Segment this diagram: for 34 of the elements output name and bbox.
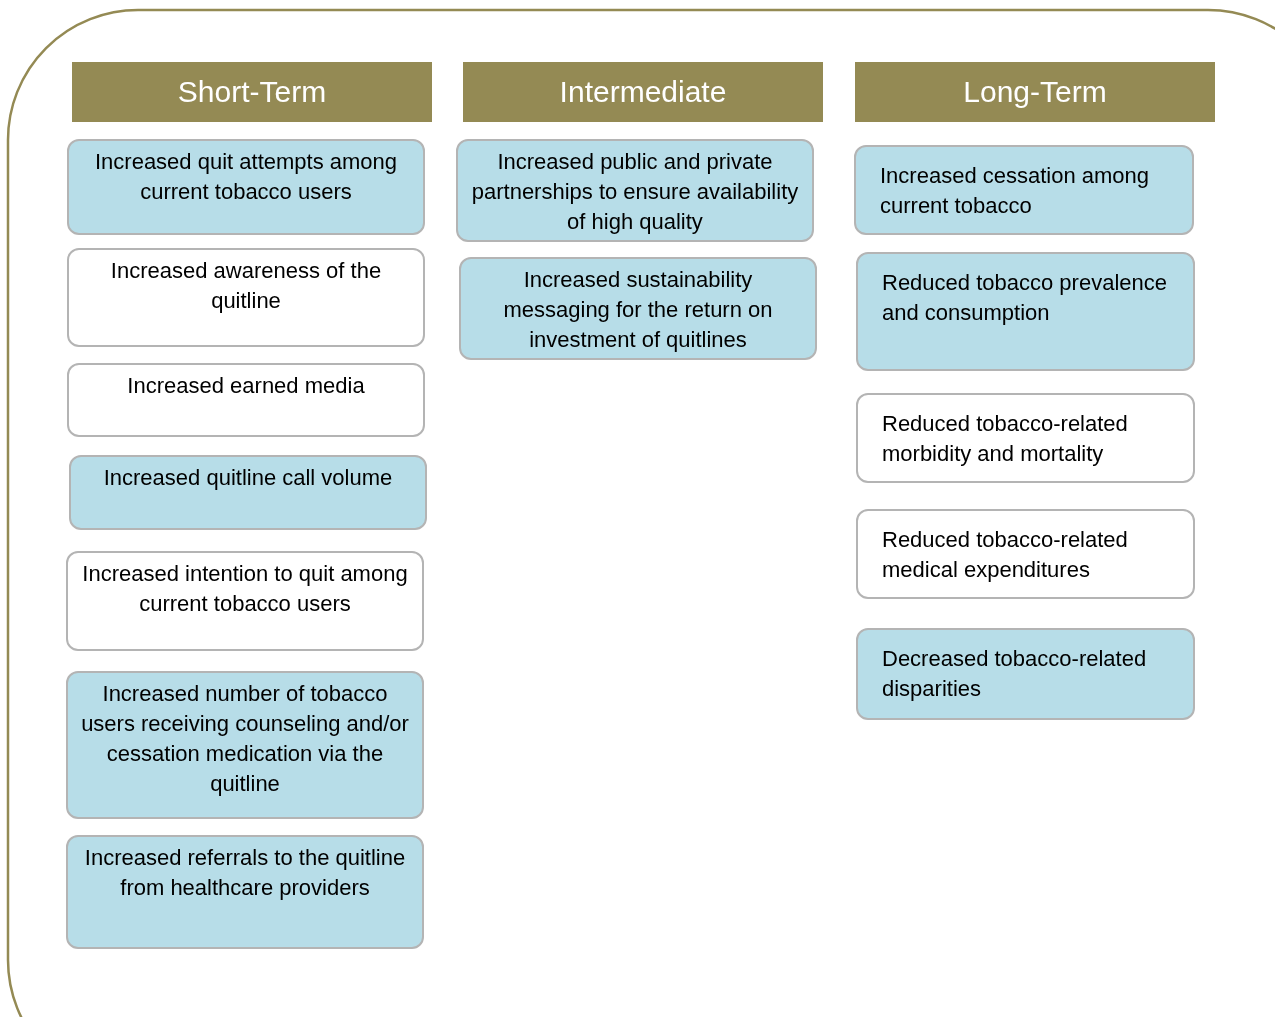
outcome-text: Increased earned media: [126, 372, 366, 400]
outcome-box: [66, 835, 424, 949]
outcome-text: Increased number of tobacco users receiving counseling and/or cessation medication via the quitline: [80, 680, 410, 798]
outcome-box: [856, 252, 1195, 371]
outcome-text: Increased quit attempts among current tobacco users: [93, 148, 399, 206]
outcome-box: [856, 509, 1195, 599]
outcome-box: [459, 257, 817, 360]
outcome-text: Increased awareness of the quitline: [109, 257, 383, 315]
column-header: [72, 62, 432, 122]
outcome-text: Reduced tobacco prevalence and consumption: [882, 269, 1168, 327]
outcome-text: Increased cessation among current tobacco: [880, 162, 1151, 220]
outcome-box: [67, 248, 425, 347]
outcome-text: Increased referrals to the quitline from healthcare providers: [83, 844, 407, 902]
outcome-box: [67, 363, 425, 437]
outcome-box: [856, 393, 1195, 483]
outcome-text: Increased sustainability messaging for the return on investment of quitlines: [502, 266, 774, 354]
outcome-box: [456, 139, 814, 242]
outcome-box: [66, 671, 424, 819]
outcome-box: [854, 145, 1194, 235]
outcome-text: Reduced tobacco-related morbidity and mortality: [882, 410, 1129, 468]
header-text: Long-Term: [963, 75, 1107, 109]
header-text: Short-Term: [177, 75, 327, 109]
outcome-text: Increased quitline call volume: [102, 464, 394, 492]
header-text: Intermediate: [559, 75, 727, 109]
outcome-box: [66, 551, 424, 651]
column-header: [463, 62, 823, 122]
outcome-text: Increased public and private partnerships to ensure availability of high quality: [470, 148, 800, 236]
outcome-box: [69, 455, 427, 530]
outcome-box: [856, 628, 1195, 720]
outcome-text: Increased intention to quit among current tobacco users: [81, 560, 409, 618]
column-header: [855, 62, 1215, 122]
outcome-box: [67, 139, 425, 235]
outcome-text: Decreased tobacco-related disparities: [882, 645, 1148, 703]
outcome-text: Reduced tobacco-related medical expenditures: [882, 526, 1129, 584]
